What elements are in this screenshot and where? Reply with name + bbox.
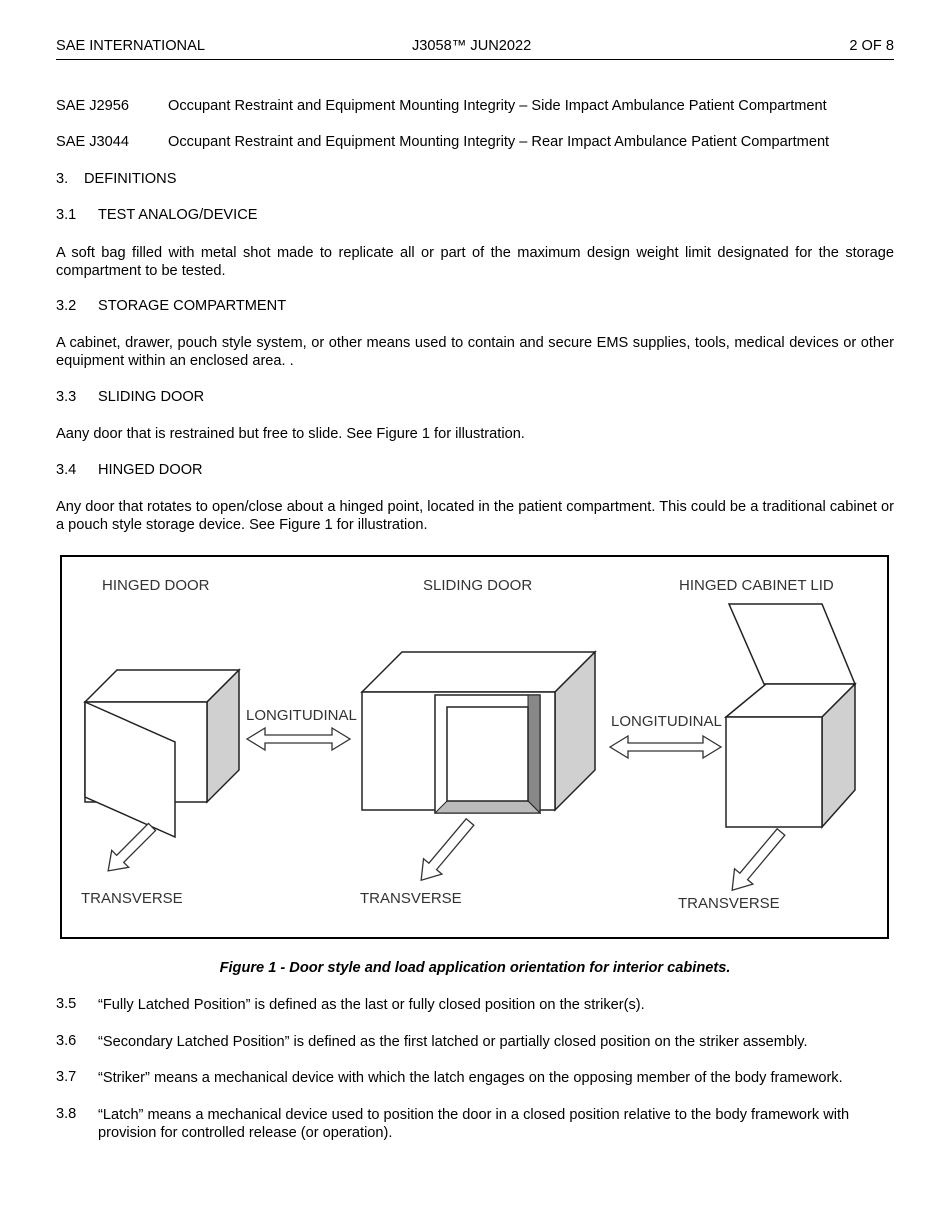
label-transverse-right: TRANSVERSE bbox=[678, 895, 780, 912]
term-text: “Latch” means a mechanical device used t… bbox=[98, 1107, 850, 1141]
definition-title: HINGED DOOR bbox=[98, 462, 203, 478]
definition-text: Aany door that is restrained but free to… bbox=[56, 426, 525, 442]
section-number: 3. bbox=[56, 171, 69, 187]
reference-id: SAE J3044 bbox=[56, 134, 130, 150]
longitudinal-arrow-left bbox=[245, 726, 352, 752]
term-text: “Fully Latched Position” is defined as t… bbox=[98, 997, 645, 1013]
hinged-door-cabinet bbox=[83, 668, 241, 839]
label-longitudinal-right: LONGITUDINAL bbox=[611, 713, 722, 730]
label-transverse-center: TRANSVERSE bbox=[360, 890, 462, 907]
term-text: “Secondary Latched Position” is defined … bbox=[98, 1034, 808, 1050]
header-org: SAE INTERNATIONAL bbox=[56, 38, 205, 54]
label-hinged-door: HINGED DOOR bbox=[102, 577, 210, 594]
definition-text: A cabinet, drawer, pouch style system, o… bbox=[56, 335, 894, 369]
figure-illustration: .box { fill: #fff; stroke: #222; stroke-… bbox=[81, 577, 857, 912]
label-longitudinal-left: LONGITUDINAL bbox=[246, 707, 357, 724]
definition-number: 3.3 bbox=[56, 389, 77, 405]
term-number: 3.7 bbox=[56, 1069, 77, 1085]
term-text: “Striker” means a mechanical device with… bbox=[98, 1070, 843, 1086]
hinged-lid-cabinet bbox=[723, 603, 857, 829]
definition-title: TEST ANALOG/DEVICE bbox=[98, 207, 258, 223]
transverse-arrow-left bbox=[107, 822, 157, 872]
section-title: DEFINITIONS bbox=[84, 171, 177, 187]
label-sliding-door: SLIDING DOOR bbox=[423, 577, 532, 594]
longitudinal-arrow-right bbox=[608, 734, 723, 760]
definition-number: 3.1 bbox=[56, 207, 77, 223]
term-number: 3.8 bbox=[56, 1106, 77, 1122]
header-page-number: 2 OF 8 bbox=[849, 38, 894, 54]
sliding-door-cabinet bbox=[360, 650, 597, 815]
reference-id: SAE J2956 bbox=[56, 98, 130, 114]
definition-number: 3.4 bbox=[56, 462, 77, 478]
figure-frame: .box { fill: #fff; stroke: #222; stroke-… bbox=[60, 555, 889, 939]
figure-caption: Figure 1 - Door style and load applicati… bbox=[219, 960, 731, 976]
definition-text: Any door that rotates to open/close abou… bbox=[56, 499, 894, 533]
reference-title: Occupant Restraint and Equipment Mountin… bbox=[168, 98, 827, 114]
definition-text: A soft bag filled with metal shot made t… bbox=[56, 245, 894, 279]
definition-title: STORAGE COMPARTMENT bbox=[98, 298, 287, 314]
transverse-arrow-right bbox=[731, 827, 786, 892]
label-transverse-left: TRANSVERSE bbox=[81, 890, 183, 907]
reference-title: Occupant Restraint and Equipment Mountin… bbox=[168, 134, 830, 150]
transverse-arrow-center bbox=[420, 817, 475, 882]
header-rule bbox=[56, 59, 894, 60]
term-number: 3.5 bbox=[56, 996, 77, 1012]
definition-title: SLIDING DOOR bbox=[98, 389, 205, 405]
definition-number: 3.2 bbox=[56, 298, 77, 314]
header-doc-id: J3058™ JUN2022 bbox=[412, 38, 532, 54]
label-hinged-cabinet-lid: HINGED CABINET LID bbox=[679, 577, 834, 594]
term-number: 3.6 bbox=[56, 1033, 77, 1049]
